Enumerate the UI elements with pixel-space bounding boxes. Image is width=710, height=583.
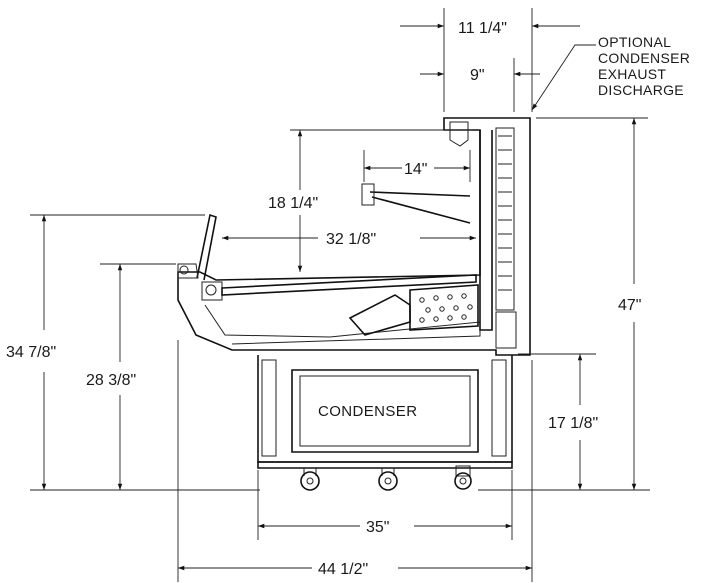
dim-base-height: 17 1/8"	[548, 415, 598, 432]
condenser-unit	[291, 369, 479, 453]
caster-right	[454, 465, 472, 490]
condenser-inner	[299, 375, 471, 447]
front-glass	[196, 213, 217, 281]
condenser-label: CONDENSER	[318, 403, 417, 420]
rear-cap	[449, 121, 469, 147]
rear-wall	[479, 130, 493, 331]
dim-overall-height-right: 47"	[618, 297, 641, 314]
front-pivot	[205, 284, 217, 296]
dimension-lines	[30, 8, 650, 582]
exhaust-label-2: CONDENSER	[598, 50, 690, 66]
base-right-leg	[491, 359, 507, 457]
rear-lower-box	[495, 311, 517, 349]
dim-top-width: 11 1/4"	[458, 20, 507, 37]
caster-middle	[378, 468, 398, 491]
exhaust-label-3: EXHAUST	[598, 66, 666, 82]
dim-top-inner: 9"	[470, 67, 485, 84]
exhaust-label-4: DISCHARGE	[598, 82, 684, 98]
dim-interior-depth: 32 1/8"	[326, 231, 376, 248]
dim-base-width: 35"	[366, 519, 389, 536]
rear-panel-hatch	[498, 135, 512, 291]
case-outline	[177, 117, 531, 356]
dim-upper-height: 18 1/4"	[268, 195, 318, 212]
front-bumper	[177, 263, 199, 279]
upper-shelf	[369, 191, 471, 224]
dim-counter-height: 28 3/8"	[86, 372, 136, 389]
case-body	[177, 117, 531, 491]
display-deck	[221, 274, 477, 296]
base-rail	[257, 461, 513, 469]
base-left-leg	[261, 359, 277, 457]
exhaust-label-1: OPTIONAL	[598, 34, 671, 50]
dim-shelf-depth: 14"	[404, 161, 427, 178]
front-bracket	[201, 281, 223, 301]
inner-liner	[204, 304, 481, 345]
front-knob	[179, 265, 189, 275]
caster-left	[300, 468, 320, 491]
shelf-bracket	[361, 183, 375, 206]
rear-panel	[495, 127, 515, 311]
dim-overall-height-left: 34 7/8"	[6, 344, 56, 361]
fan-housing	[348, 294, 411, 336]
dim-overall-width: 44 1/2"	[318, 561, 368, 578]
